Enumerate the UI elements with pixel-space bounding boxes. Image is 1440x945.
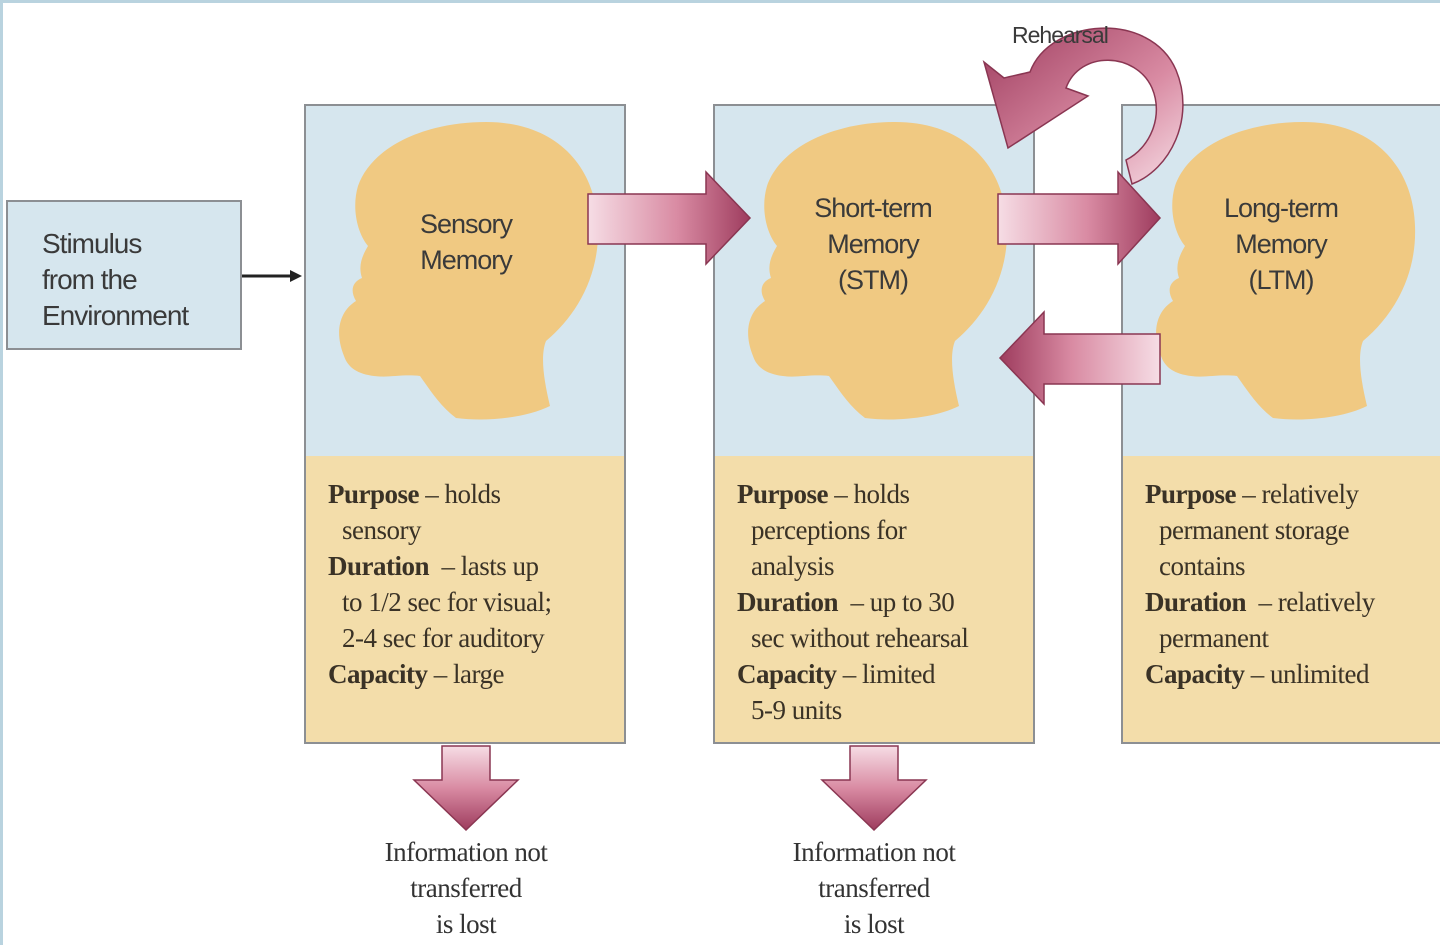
capacity-text: – large [433,659,505,689]
purpose-text: analysis [751,551,835,581]
purpose-label: Purpose [328,479,420,509]
sensory-memory-details: Purpose – holds sensory Duration – lasts… [306,456,624,742]
short-term-memory-title: Short-term Memory (STM) [773,190,973,298]
head-silhouette-icon [1156,122,1416,420]
rehearsal-label: Rehearsal [1012,22,1109,48]
duration-text: to 1/2 sec for visual; [342,587,552,617]
title-line: (LTM) [1248,265,1315,295]
stm-to-ltm-arrow [997,170,1162,266]
purpose-text: – holds [425,479,501,509]
lost-line: is lost [435,909,497,939]
duration-label: Duration [328,551,430,581]
duration-label: Duration [1145,587,1247,617]
stimulus-arrowhead [290,270,302,282]
sensory-memory-panel: Sensory Memory [306,106,624,458]
title-line: (STM) [838,265,909,295]
sensory-lost-label: Information not transferred is lost [346,834,586,942]
title-line: Memory [1235,229,1328,259]
title-line: Memory [420,245,513,275]
purpose-text: contains [1159,551,1245,581]
long-term-memory-box: Long-term Memory (LTM) Purpose – relativ… [1121,104,1440,744]
lost-line: transferred [410,873,522,903]
frame-top-border [0,0,1440,3]
capacity-text: – limited [842,659,936,689]
head-silhouette-icon [748,122,1008,420]
purpose-text: sensory [342,515,422,545]
capacity-label: Capacity [1145,659,1245,689]
head-silhouette-icon [339,122,599,420]
stimulus-box: Stimulus from the Environment [6,200,242,350]
duration-text: 2-4 sec for auditory [342,623,545,653]
lost-line: transferred [818,873,930,903]
ltm-to-stm-arrow [998,310,1161,406]
duration-label: Duration [737,587,839,617]
duration-text: – lasts up [441,551,540,581]
rehearsal-loop-arrow [982,27,1184,185]
sensory-lost-arrow [412,745,520,832]
duration-text: sec without rehearsal [751,623,969,653]
stm-lost-arrow [820,745,928,832]
duration-text: – relatively [1258,587,1376,617]
sensory-memory-title: Sensory Memory [366,206,566,278]
capacity-label: Capacity [737,659,837,689]
stm-lost-label: Information not transferred is lost [754,834,994,942]
long-term-memory-title: Long-term Memory (LTM) [1181,190,1381,298]
frame-left-border [0,0,3,945]
purpose-text: – holds [834,479,910,509]
lost-line: is lost [843,909,905,939]
title-line: Memory [827,229,920,259]
short-term-memory-panel: Short-term Memory (STM) [715,106,1033,458]
purpose-text: – relatively [1242,479,1359,509]
sensory-memory-box: Sensory Memory Purpose – holds sensory D… [304,104,626,744]
long-term-memory-details: Purpose – relatively permanent storage c… [1123,456,1440,742]
duration-text: permanent [1159,623,1269,653]
duration-text: – up to 30 [850,587,955,617]
capacity-text: 5-9 units [751,695,842,725]
lost-line: Information not [384,837,548,867]
title-line: Long-term [1223,193,1339,223]
short-term-memory-details: Purpose – holds perceptions for analysis… [715,456,1033,742]
purpose-text: permanent storage [1159,515,1350,545]
sensory-to-stm-arrow [587,170,752,266]
short-term-memory-box: Short-term Memory (STM) Purpose – holds … [713,104,1035,744]
capacity-label: Capacity [328,659,428,689]
title-line: Short-term [814,193,933,223]
capacity-text: – unlimited [1250,659,1370,689]
lost-line: Information not [792,837,956,867]
title-line: Sensory [419,209,513,239]
stimulus-line: Stimulus [42,228,142,259]
stimulus-line: Environment [42,300,189,331]
stimulus-line: from the [42,264,138,295]
purpose-text: perceptions for [751,515,907,545]
purpose-label: Purpose [737,479,829,509]
purpose-label: Purpose [1145,479,1237,509]
